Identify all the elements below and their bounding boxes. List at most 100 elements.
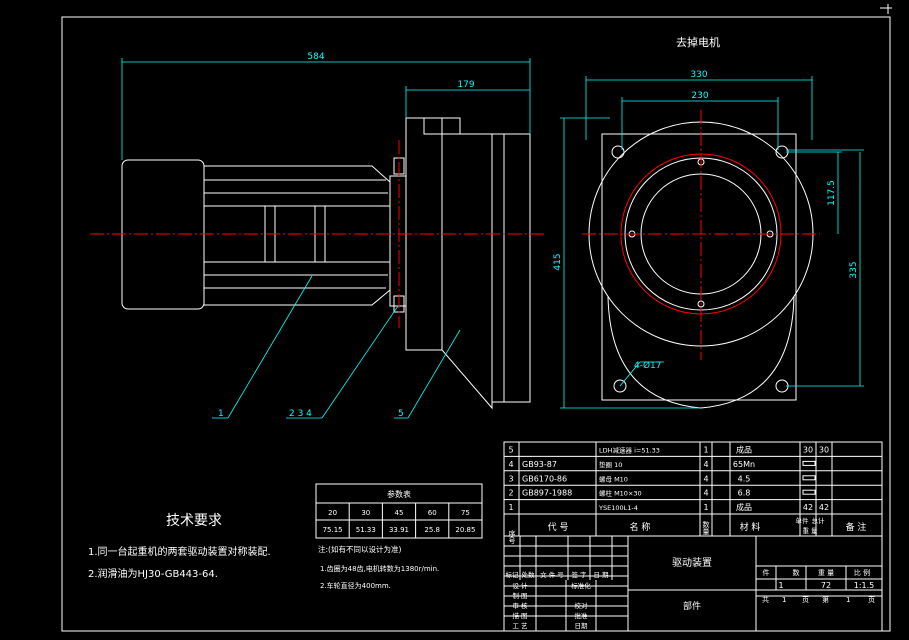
mount-plate bbox=[601, 133, 797, 401]
bom-cell-qty: 4 bbox=[703, 474, 708, 483]
leader-1 bbox=[227, 275, 313, 419]
tb-sheet-no-label: 第 bbox=[822, 595, 829, 604]
param-speed-cell: 20.85 bbox=[455, 526, 475, 534]
bom-h-single: 单件 bbox=[796, 516, 810, 525]
dim-584-text: 584 bbox=[307, 52, 324, 62]
role-right-cell: 日期 bbox=[575, 622, 589, 630]
bom-cell-qty: 1 bbox=[703, 446, 708, 455]
tb-col-weight: 重 量 bbox=[818, 569, 834, 577]
bom-cell-name: YSE100L1-4 bbox=[598, 504, 638, 512]
tech-requirements: 技术要求 1.同一台起重机的两套驱动装置对称装配. 2.润滑油为HJ30-GB4… bbox=[88, 513, 271, 580]
front-view: 去掉电机 330 230 415 117.5 bbox=[553, 35, 864, 409]
bom-cell-material: 65Mn bbox=[733, 460, 755, 469]
bom-cell-qty: 4 bbox=[703, 460, 708, 469]
terminal-box bbox=[264, 205, 326, 263]
tech-req-title: 技术要求 bbox=[166, 513, 222, 529]
bom-cell-no: 5 bbox=[508, 446, 513, 455]
rev-header-cell: 日 期 bbox=[593, 571, 609, 579]
tb-sheet-no-unit: 页 bbox=[868, 596, 875, 604]
dim-117-text: 117.5 bbox=[827, 180, 837, 206]
leader-234 bbox=[321, 305, 399, 419]
side-view: 584 179 1 2 3 4 5 bbox=[90, 52, 546, 419]
tech-req-line2: 2.润滑油为HJ30-GB443-64. bbox=[88, 567, 218, 580]
bom-h-mat: 材 料 bbox=[740, 521, 761, 533]
rev-header-cell: 标记 bbox=[506, 570, 520, 579]
role-cell: 设 计 bbox=[512, 581, 528, 590]
leader-5 bbox=[407, 329, 461, 419]
note-line0: 注:(如有不同以设计为准) bbox=[318, 544, 401, 554]
role-cell: 审 核 bbox=[512, 601, 528, 610]
wheel-gear bbox=[491, 133, 531, 403]
bom-cell-name: 垫圈 10 bbox=[599, 460, 622, 469]
drawing-name: 驱动装置 bbox=[672, 556, 712, 569]
bom-cell-no: 2 bbox=[508, 489, 513, 498]
bom-cell-no: 3 bbox=[508, 474, 513, 483]
param-speed-cell: 25.8 bbox=[424, 526, 440, 534]
param-ratio-cell: 30 bbox=[361, 509, 370, 517]
dim-179-text: 179 bbox=[457, 80, 474, 90]
bom-cell-qty: 1 bbox=[703, 503, 708, 512]
note-line2: 2.车轮直径为400mm. bbox=[320, 581, 391, 590]
bom-h-no: 序号 bbox=[508, 529, 516, 545]
tech-req-line1: 1.同一台起重机的两套驱动装置对称装配. bbox=[88, 545, 271, 558]
tb-sheet-no: 1 bbox=[846, 596, 850, 604]
bom-cell-material: 成品 bbox=[736, 445, 752, 455]
rev-header-cell: 处数 bbox=[522, 570, 536, 579]
param-ratio-cell: 45 bbox=[395, 509, 404, 517]
bom-cell-weight-single: 42 bbox=[803, 503, 813, 512]
title-revision-cells: 标记处数文 件 号签 字日 期设 计制 图审 核描 图工 艺标准化校对批准日期 bbox=[506, 570, 610, 630]
front-view-title: 去掉电机 bbox=[676, 35, 720, 49]
bom-h-weight: 重 量 bbox=[802, 527, 818, 535]
balloon-1: 1 bbox=[218, 409, 224, 419]
bom-cell-name: 螺柱 M10×30 bbox=[599, 489, 642, 498]
param-ratio-cell: 20 bbox=[328, 509, 337, 517]
bom-grid bbox=[504, 442, 882, 536]
dim-415-text: 415 bbox=[553, 253, 563, 270]
dim-330-text: 330 bbox=[690, 70, 707, 80]
bom-cell-name: 螺母 M10 bbox=[599, 474, 628, 483]
bom-h-total: 总计 bbox=[812, 516, 826, 525]
bom-cell-weight-total: 42 bbox=[819, 503, 829, 512]
balloon-5: 5 bbox=[398, 409, 404, 419]
bom-cell-code: GB897-1988 bbox=[522, 489, 572, 498]
tb-sheet-total-label: 共 bbox=[762, 595, 769, 604]
part-label: 部件 bbox=[683, 600, 701, 612]
role-right-cell: 校对 bbox=[575, 601, 589, 610]
rev-header-cell: 签 字 bbox=[571, 570, 587, 579]
tb-sheet-unit: 页 bbox=[802, 596, 809, 604]
tb-col-qty: 数 bbox=[793, 568, 800, 577]
bom-cell-weight-total: 30 bbox=[819, 446, 829, 455]
role-right-cell: 批准 bbox=[575, 611, 589, 620]
title-block-frame bbox=[503, 535, 883, 632]
note-line1: 1.齿圈为48齿,电机转数为1380r/min. bbox=[320, 564, 439, 573]
role-cell: 工 艺 bbox=[512, 622, 528, 630]
tb-col-scale: 比 例 bbox=[854, 568, 870, 577]
tb-col-mark: 件 bbox=[763, 568, 770, 577]
param-table-title: 参数表 bbox=[387, 489, 411, 499]
motor-flange bbox=[389, 175, 407, 307]
role-right-cell: 标准化 bbox=[571, 581, 591, 590]
role-cell: 描 图 bbox=[512, 611, 527, 620]
bom-weight-box bbox=[802, 460, 816, 466]
tb-val-qty: 1 bbox=[778, 581, 783, 590]
notes: 注:(如有不同以设计为准) 1.齿圈为48齿,电机转数为1380r/min. 2… bbox=[318, 544, 439, 590]
tb-val-weight: 72 bbox=[821, 581, 831, 590]
motor-body bbox=[203, 165, 391, 306]
bom-cell-material: 6.8 bbox=[738, 489, 751, 498]
bom-weight-box bbox=[802, 475, 816, 481]
bom-cell-code: GB6170-86 bbox=[522, 474, 567, 483]
bom-cell-no: 1 bbox=[508, 503, 513, 512]
bom-h-code: 代 号 bbox=[548, 522, 569, 533]
tb-sheet-total: 1 bbox=[782, 596, 786, 604]
title-grid bbox=[504, 536, 882, 631]
bom-cell-material: 4.5 bbox=[738, 474, 751, 483]
tb-val-scale: 1:1.5 bbox=[854, 581, 875, 590]
hole-top-left bbox=[611, 145, 625, 159]
role-cell: 制 图 bbox=[512, 591, 527, 600]
param-speed-cell: 33.91 bbox=[389, 526, 409, 534]
param-ratio-cell: 60 bbox=[428, 509, 437, 517]
